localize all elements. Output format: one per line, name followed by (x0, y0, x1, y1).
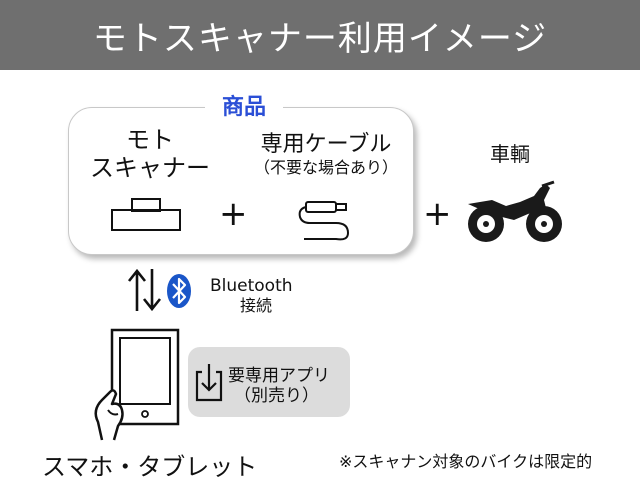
bluetooth-label-line1: Bluetooth (210, 276, 293, 296)
plus-sign-1: + (219, 194, 248, 234)
cable-note: （不要な場合あり） (253, 158, 398, 177)
tablet-icon (110, 328, 180, 426)
scanner-icon (111, 198, 181, 231)
download-icon (195, 364, 223, 402)
app-requirement-line2: （別売り） (234, 386, 319, 406)
scanner-label-line2: スキャナー (90, 154, 210, 182)
product-label: 商品 (205, 95, 283, 121)
app-requirement-box (188, 347, 350, 417)
footnote: ※スキャナン対象のバイクは限定的 (339, 452, 593, 471)
scanner-label: モト スキャナー (80, 126, 220, 182)
cable-icon (298, 201, 350, 241)
motorcycle-icon (468, 180, 562, 242)
vehicle-label: 車輌 (490, 142, 530, 166)
app-requirement-line1: 要専用アプリ (228, 366, 330, 386)
bluetooth-label-line2: 接続 (240, 296, 273, 315)
bluetooth-icon (167, 274, 191, 308)
app-requirement-label: 要専用アプリ （別売り） (228, 366, 348, 406)
cable-label: 専用ケーブル (260, 132, 392, 157)
bluetooth-label: Bluetooth 接続 (210, 276, 310, 316)
up-down-arrows-icon (127, 268, 162, 312)
page-title: モトスキャナー利用イメージ (92, 18, 548, 59)
header-bar: モトスキャナー利用イメージ (0, 0, 640, 70)
device-label: スマホ・タブレット (42, 453, 258, 481)
scanner-label-line1: モト (126, 126, 174, 154)
plus-sign-2: + (423, 194, 452, 234)
hand-icon (94, 389, 124, 441)
